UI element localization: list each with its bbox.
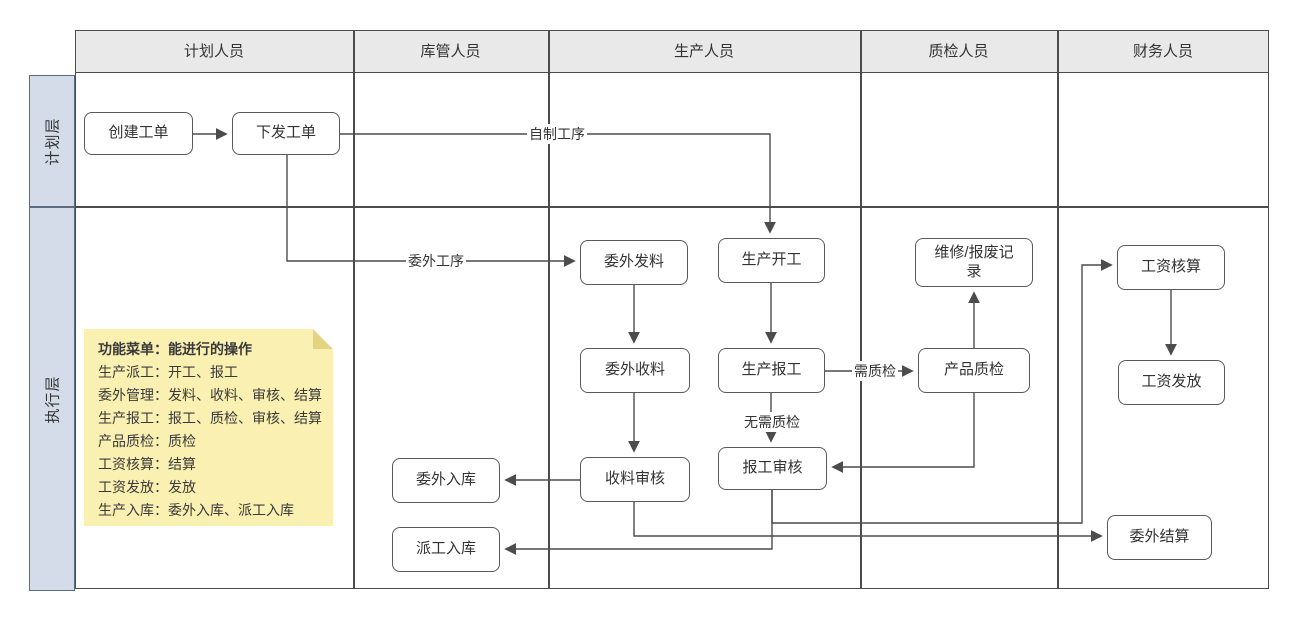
table-outer-border (75, 30, 1269, 589)
row-label-text: 计划层 (44, 116, 62, 166)
lane-border (353, 30, 355, 589)
note-line-2: 委外管理：发料、收料、审核、结算 (98, 387, 322, 403)
edge-label-outsourced-process: 委外工序 (406, 251, 466, 271)
note-line-7: 生产入库：委外入库、派工入库 (98, 502, 294, 518)
row-label-planning-layer: 计划层 (29, 75, 75, 207)
edge-label-need-qc: 需质检 (852, 361, 898, 381)
lane-header-production-staff: 生产人员 (673, 43, 734, 60)
node-outsource-settle: 委外结算 (1107, 515, 1212, 560)
node-production-start: 生产开工 (718, 238, 825, 283)
row-label-text: 执行层 (44, 374, 62, 424)
node-outsource-inbound: 委外入库 (392, 458, 500, 503)
node-salary-accounting: 工资核算 (1117, 245, 1225, 290)
node-salary-payment: 工资发放 (1118, 360, 1225, 405)
lane-header-warehouse-staff: 库管人员 (420, 43, 481, 60)
note-line-5: 工资核算：结算 (98, 456, 196, 472)
lane-header-qc-staff: 质检人员 (928, 43, 989, 60)
function-menu-note: 功能菜单：能进行的操作 生产派工：开工、报工 委外管理：发料、收料、审核、结算 … (84, 329, 333, 526)
row-label-execution-layer: 执行层 (29, 207, 75, 591)
node-production-report: 生产报工 (718, 348, 825, 393)
node-issue-order: 下发工单 (232, 112, 340, 155)
node-report-audit: 报工审核 (718, 447, 827, 490)
note-line-4: 产品质检：质检 (98, 433, 196, 449)
lane-border (548, 30, 550, 589)
note-line-1: 生产派工：开工、报工 (98, 364, 238, 380)
node-outsource-receive: 委外收料 (580, 348, 690, 393)
node-repair-scrap-record: 维修/报废记 录 (915, 238, 1033, 287)
note-fold-corner (313, 329, 333, 349)
node-dispatch-inbound: 派工入库 (392, 527, 500, 572)
node-product-qc: 产品质检 (918, 348, 1030, 393)
node-outsource-issue: 委外发料 (580, 240, 688, 285)
edge-label-no-need-qc: 无需质检 (742, 412, 802, 432)
lane-header-finance-staff: 财务人员 (1132, 43, 1193, 60)
node-create-order: 创建工单 (84, 112, 193, 155)
note-line-3: 生产报工：报工、质检、审核、结算 (98, 410, 322, 426)
lane-header-planning-staff: 计划人员 (183, 43, 244, 60)
node-receive-audit: 收料审核 (580, 457, 690, 502)
note-title: 功能菜单：能进行的操作 (98, 341, 252, 357)
edge-label-self-made-process: 自制工序 (527, 124, 587, 144)
note-line-6: 工资发放：发放 (98, 479, 196, 495)
lane-header-band (75, 30, 1269, 73)
